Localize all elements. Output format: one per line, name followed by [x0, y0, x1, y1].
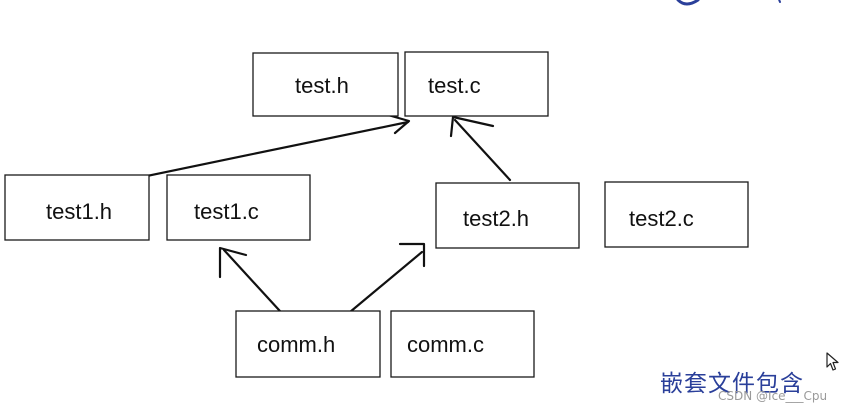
edge-test2h-to-testc: [449, 115, 512, 182]
node-label: test.c: [428, 73, 481, 98]
node-test-c: test.c: [404, 51, 549, 117]
node-test-h: test.h: [252, 52, 399, 117]
mouse-cursor-icon: [826, 352, 839, 371]
node-label: test1.c: [194, 199, 259, 224]
node-test2-c: test2.c: [604, 181, 749, 248]
node-test1-h: test1.h: [4, 174, 150, 241]
edge-commh-to-test1c: [218, 246, 292, 324]
diagram-caption: 嵌套文件包含: [660, 371, 804, 397]
node-label: test2.h: [463, 206, 529, 231]
node-comm-c: comm.c: [390, 310, 535, 378]
node-label: test1.h: [46, 199, 112, 224]
node-test2-h: test2.h: [435, 182, 580, 249]
node-test1-c: test1.c: [166, 174, 311, 241]
node-label: comm.h: [257, 332, 335, 357]
watermark: CSDN @Ice___Cpu: [718, 389, 828, 403]
pen-mark-icon: [676, 0, 781, 6]
node-comm-h: comm.h: [235, 310, 381, 378]
edge-test1h-to-testc: [106, 113, 411, 186]
node-label: comm.c: [407, 332, 484, 357]
node-label: test2.c: [629, 206, 694, 231]
edge-commh-to-test2h: [348, 242, 426, 314]
node-label: test.h: [295, 73, 349, 98]
